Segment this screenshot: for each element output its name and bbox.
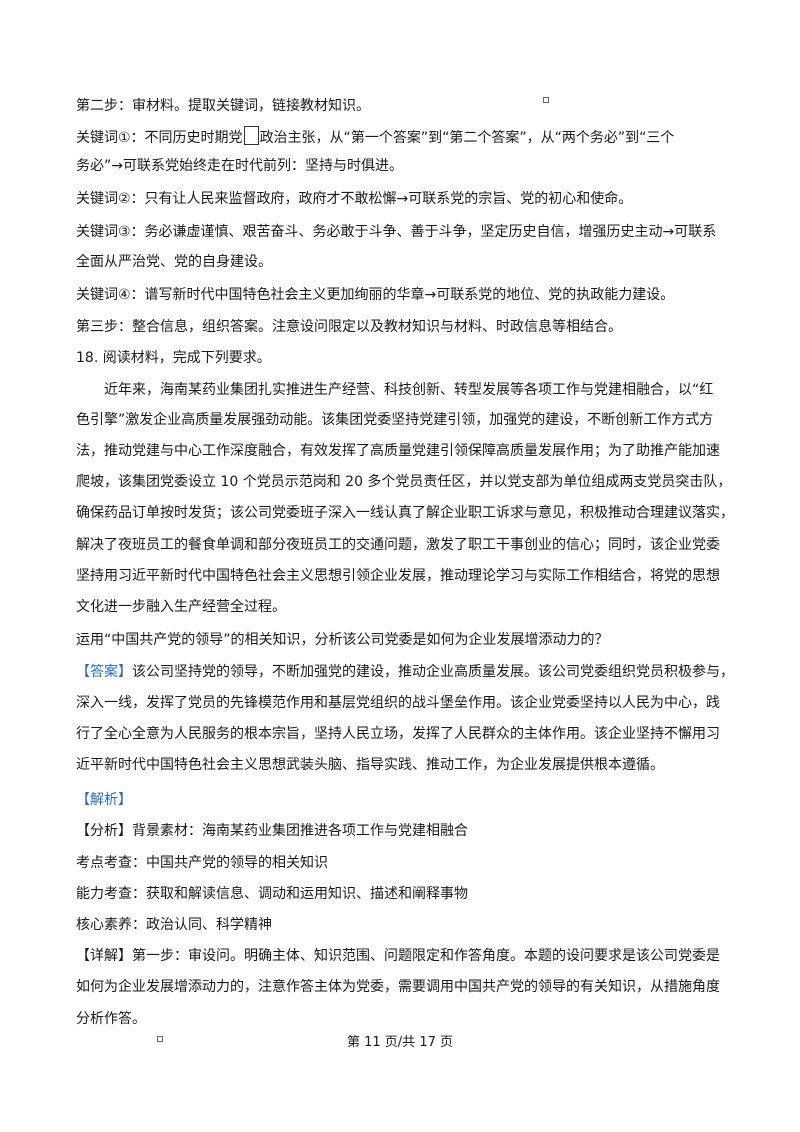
page-footer: 第 11 页/共 17 页 [347, 1035, 453, 1050]
material-line: 近年来，海南某药业集团扎实推进生产经营、科技创新、转型发展等各项工作与党建相融合… [104, 382, 714, 398]
corner-mark-icon [543, 97, 549, 103]
answer-line: 近平新时代中国特色社会主义思想武装头脑、指导实践、推动工作，为企业发展提供根本遵… [76, 757, 664, 773]
text-line: 第二步：审材料。提取关键词，链接教材知识。 [76, 98, 370, 114]
material-line: 确保药品订单按时发货；该公司党委班子深入一线认真了解企业职工诉求与意见，积极推动… [76, 505, 734, 521]
jiexi-tag: 【解析】 [76, 792, 132, 808]
material-line: 文化进一步融入生产经营全过程。 [76, 599, 286, 615]
detail-line: 分析作答。 [76, 1011, 146, 1027]
analysis-line: 核心素养：政治认同、科学精神 [76, 917, 272, 933]
analysis-line: 考点考查：中国共产党的领导的相关知识 [76, 855, 328, 871]
answer-line: 深入一线，发挥了党员的先锋模范作用和基层党组织的战斗堡垒作用。该企业党委坚持以人… [76, 695, 720, 711]
analysis-line: 能力考查：获取和解读信息、调动和运用知识、描述和阐释事物 [76, 886, 468, 902]
keyword-1-prefix: 关键词①：不同历史时期党 [76, 130, 243, 146]
detail-line: 【详解】第一步：审设问。明确主体、知识范围、问题限定和作答角度。本题的设问要求是… [76, 948, 720, 964]
material-line: 法，推动党建与中心工作深度融合，有效发挥了高质量党建引领保障高质量发展作用；为了… [76, 443, 720, 459]
corner-mark-icon [157, 1036, 163, 1042]
material-line: 爬坡，该集团党委设立 10 个党员示范岗和 20 多个党员责任区，并以党支部为单… [76, 474, 732, 490]
material-line: 色引擎”激发企业高质量发展强劲动能。该集团党委坚持党建引领，加强党的建设，不断创… [76, 412, 714, 428]
blank-box [243, 126, 259, 145]
text-line: 关键词②：只有让人民来监督政府，政府才不敢松懈→可联系党的宗旨、党的初心和使命。 [76, 191, 633, 207]
question-heading: 18. 阅读材料，完成下列要求。 [76, 350, 271, 366]
keyword-1-line: 关键词①：不同历史时期党政治主张，从“第一个答案”到“第二个答案”，从“两个务必… [76, 126, 674, 148]
keyword-1-text: 政治主张，从“第一个答案”到“第二个答案”，从“两个务必”到“三个 [259, 130, 675, 146]
material-line: 坚持用习近平新时代中国特色社会主义思想引领企业发展，推动理论学习与实际工作相结合… [76, 568, 720, 584]
text-line: 关键词③：务必谦虚谨慎、艰苦奋斗、务必敢于斗争、善于斗争，坚定历史自信，增强历史… [76, 224, 717, 240]
analysis-line: 【分析】背景素材：海南某药业集团推进各项工作与党建相融合 [76, 823, 468, 839]
text-line: 关键词④：谱写新时代中国特色社会主义更加绚丽的华章→可联系党的地位、党的执政能力… [76, 287, 675, 303]
answer-line: 【答案】该公司坚持党的领导，不断加强党的建设，推动企业高质量发展。该公司党委组织… [76, 662, 734, 682]
text-line: 全面从严治党、党的自身建设。 [76, 254, 272, 270]
material-line: 解决了夜班员工的餐食单调和部分夜班员工的交通问题，激发了职工干事创业的信心；同时… [76, 537, 720, 553]
detail-line: 如何为企业发展增添动力的，注意作答主体为党委，需要调用中国共产党的领导的有关知识… [76, 979, 720, 995]
text-line: 第三步：整合信息，组织答案。注意设问限定以及教材知识与材料、时政信息等相结合。 [76, 319, 622, 335]
question-prompt: 运用“中国共产党的领导”的相关知识，分析该公司党委是如何为企业发展增添动力的？ [76, 632, 609, 648]
answer-tag: 【答案】 [76, 664, 132, 680]
answer-text: 该公司坚持党的领导，不断加强党的建设，推动企业高质量发展。该公司党委组织党员积极… [132, 664, 734, 680]
answer-line: 行了全心全意为人民服务的根本宗旨，坚持人民立场，发挥了人民群众的主体作用。该企业… [76, 726, 720, 742]
text-line: 务必”→可联系党始终走在时代前列：坚持与时俱进。 [76, 158, 403, 174]
